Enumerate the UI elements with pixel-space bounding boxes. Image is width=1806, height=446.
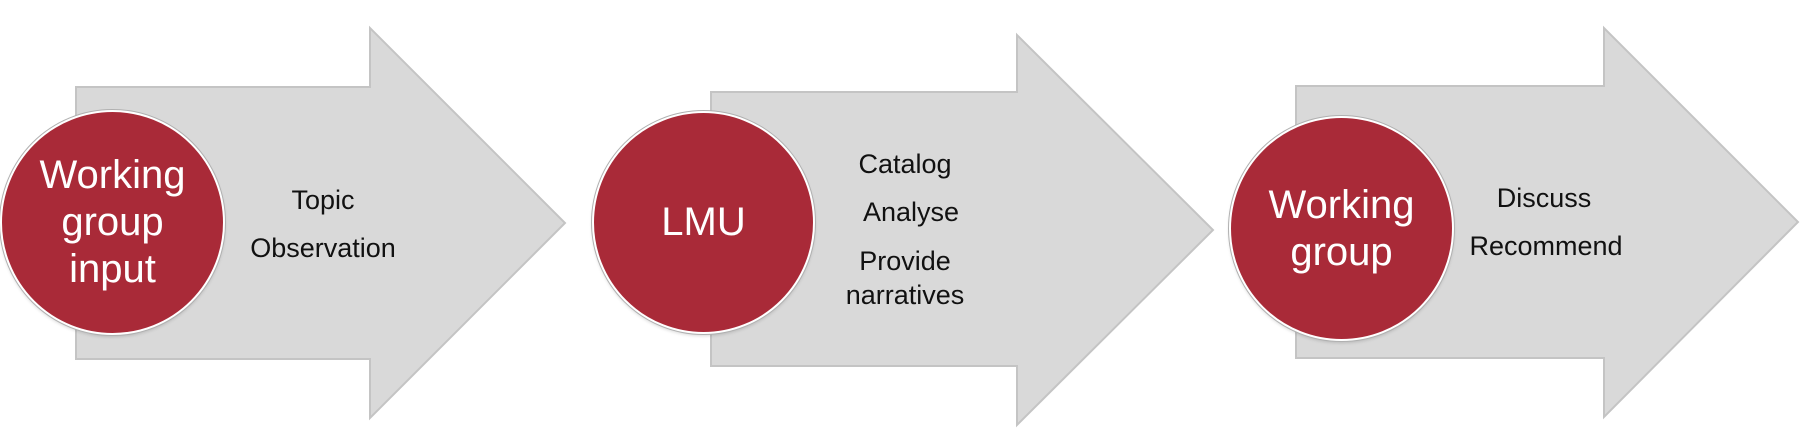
step-2-item-analyse: Analyse [862, 197, 960, 227]
step-1-circle-line-1: Working [39, 153, 186, 197]
step-2-item-narratives: narratives [845, 280, 965, 310]
step-3-circle-line-2: group [1290, 229, 1393, 274]
step-1-item-topic: Topic [291, 185, 355, 215]
step-3-item-recommend: Recommend [1469, 231, 1623, 261]
step-2-circle: LMU [592, 111, 815, 334]
step-3-circle: Working group [1229, 116, 1454, 341]
step-1-circle: Working group input [0, 110, 225, 335]
step-1-item-observation: Observation [250, 233, 396, 263]
step-1-circle-line-2: group [61, 200, 164, 244]
step-2-item-catalog: Catalog [858, 149, 952, 179]
step-2-circle-line-1: LMU [661, 200, 746, 244]
step-2-item-provide: Provide [859, 246, 951, 276]
step-1-circle-line-3: input [69, 247, 156, 291]
step-3-item-discuss: Discuss [1496, 183, 1592, 213]
step-3-circle-line-1: Working [1268, 182, 1415, 227]
